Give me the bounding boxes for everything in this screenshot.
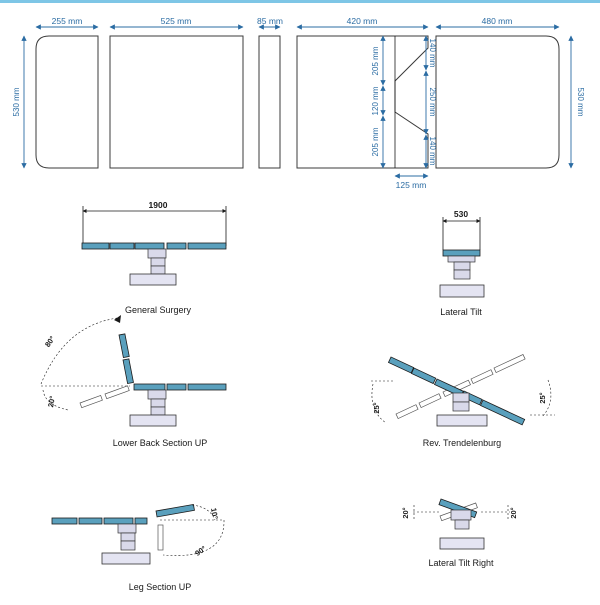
ghost-segment [104,385,130,400]
table-base [129,414,177,427]
top-width-dimensions: 255 mm 525 mm 85 mm 420 mm 480 mm [35,16,560,30]
column [453,261,471,271]
table-segment [78,517,103,525]
table-segment [166,383,187,391]
angle-25-left: 25° [372,402,381,413]
raised-back-segment [118,333,130,359]
table-segment [166,242,187,250]
ghost-segment [79,395,103,409]
caption-lower-back-section-up: Lower Back Section UP [113,438,208,448]
caption-rev-trendelenburg: Rev. Trendelenburg [423,438,501,448]
view-general-surgery: 1900 General Surgery [81,200,227,315]
mattress-panels [35,35,560,169]
column [150,406,166,416]
column [120,540,136,551]
column [452,392,470,403]
column [147,248,167,259]
ghost-segment [395,404,419,419]
table-segment [134,242,165,250]
back-panel [109,35,244,169]
height-205-top: 205 mm [371,46,380,75]
table-base [436,414,488,427]
height-left-530: 530 mm [12,87,21,116]
height-right-530: 530 mm [576,88,585,117]
angle-80: 80° [43,334,57,348]
angle-25-right: 25° [538,392,547,403]
tilted-segment [410,367,437,385]
table-segment [133,383,166,391]
table-base [101,552,151,565]
table-segment [187,242,227,250]
tilted-segment [479,399,526,426]
width-125: 125 mm [396,180,427,190]
height-120: 120 mm [371,86,380,115]
view-lateral-tilt-right: 20° 20° Lateral Tilt Right [401,498,518,568]
angle-20-right: 20° [509,507,518,518]
tilted-segment [387,356,415,374]
column [150,257,166,267]
angle-20-left: 20° [401,507,410,518]
caption-lateral-tilt: Lateral Tilt [440,307,482,317]
raised-back-segment [122,358,134,385]
foot-panel [435,35,560,169]
ghost-leg-segment [157,524,164,551]
caption-leg-section-up: Leg Section UP [129,582,192,592]
width-85: 85 mm [257,16,283,26]
raised-leg-segment [155,503,195,518]
column [450,509,472,521]
column [453,269,471,280]
width-480: 480 mm [482,16,513,26]
ghost-segment [470,369,494,384]
caption-lateral-tilt-right: Lateral Tilt Right [428,558,494,568]
height-205-bottom: 205 mm [371,127,380,156]
width-530: 530 [454,209,468,219]
column [147,389,167,400]
table-segment [81,242,110,250]
table-top [442,249,481,257]
ghost-segment [493,354,526,373]
view-lower-back-section-up: 80° 20° Lower Back Section UP [40,315,227,448]
view-rev-trendelenburg: 25° 25° Rev. Trendelenburg [371,354,555,448]
width-255: 255 mm [52,16,83,26]
table-segment [134,517,148,525]
angle-90: 90° [193,544,207,558]
length-1900: 1900 [149,200,168,210]
column [150,265,166,275]
column [452,401,470,412]
width-525: 525 mm [161,16,192,26]
caption-general-surgery: General Surgery [125,305,192,315]
table-segment [187,383,227,391]
angle-10: 10° [209,507,220,520]
height-dimensions: 530 mm 530 mm 205 mm 120 mm 205 mm 140 m… [12,35,585,190]
view-lateral-tilt: 530 Lateral Tilt [439,209,485,317]
width-420: 420 mm [347,16,378,26]
angle-20: 20° [46,395,57,408]
view-leg-section-up: 10° 90° Leg Section UP [51,503,225,592]
height-140-bottom: 140 mm [428,137,437,166]
table-base [439,284,485,298]
table-base [439,537,485,550]
height-250: 250 mm [428,88,437,117]
head-panel [35,35,99,169]
ghost-segment [418,393,442,408]
height-140-top: 140 mm [428,39,437,68]
table-segment [51,517,78,525]
top-accent-bar [0,0,600,3]
column [454,519,470,530]
column [150,398,166,408]
seat-joint-panel [258,35,281,169]
column [120,532,136,542]
column [447,255,476,263]
table-segment [103,517,134,525]
table-segment [109,242,135,250]
leg-split-panel [296,35,429,169]
table-base [129,273,177,286]
column [117,523,137,534]
